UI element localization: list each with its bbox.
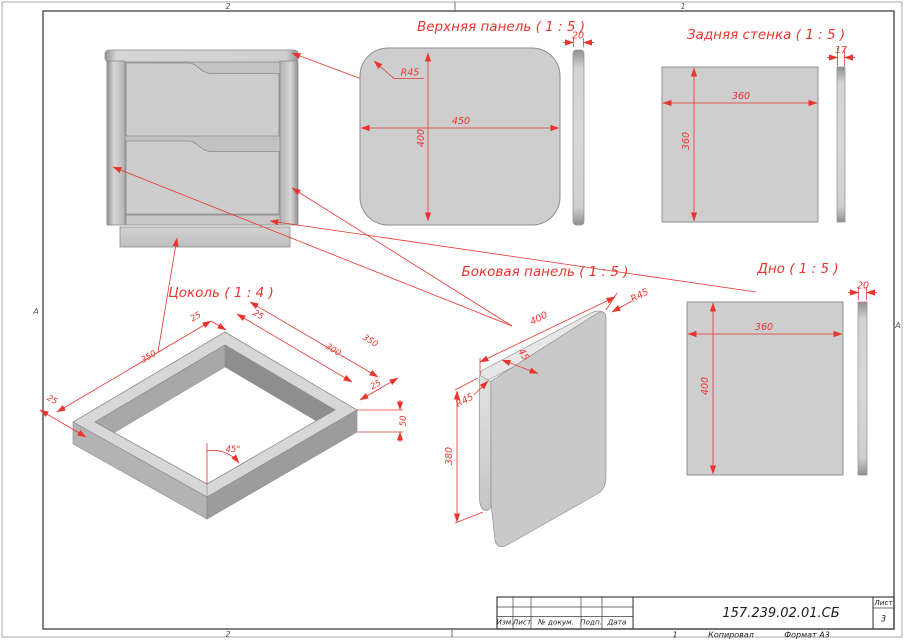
dim-side-panel-radius-top: R45 (611, 287, 651, 313)
top-panel-plan (359, 47, 561, 226)
tb-col-data: Дата (607, 618, 627, 627)
dim-top-panel-depth: 400 (416, 52, 432, 222)
dim-plinth-angle: 45° (206, 443, 241, 484)
svg-text:450: 450 (452, 116, 470, 127)
dim-plinth-height: 50 (357, 400, 409, 442)
leader-right-side-panel (291, 187, 513, 327)
view-title-plinth: Цоколь ( 1 : 4 ) (168, 285, 273, 301)
back-wall-plan (661, 66, 819, 223)
svg-text:20: 20 (572, 31, 584, 42)
dim-plinth-member-right: 25 (359, 377, 399, 401)
svg-text:360: 360 (681, 132, 692, 150)
tb-col-doc: № докум. (537, 618, 574, 627)
tb-sheet-label: Лист (873, 598, 893, 607)
dim-side-panel-height: 380 (444, 377, 484, 524)
dim-bottom-panel-thickness: 20 (848, 281, 877, 300)
doc-number: 157.239.02.01.СБ (722, 606, 839, 621)
svg-text:20: 20 (857, 281, 869, 292)
svg-text:17: 17 (835, 45, 847, 56)
view-title-top-panel: Верхняя панель ( 1 : 5 ) (417, 19, 585, 35)
back-wall-side-view (836, 66, 846, 223)
drawing-frame (42, 10, 895, 630)
footer-zone: 1 (672, 631, 677, 640)
svg-text:360: 360 (755, 322, 773, 333)
leader-left-side-panel (112, 166, 513, 327)
view-title-back-wall: Задняя стенка ( 1 : 5 ) (687, 27, 845, 43)
top-panel-side-view (572, 49, 585, 226)
zone-bottom-left: 2 (225, 630, 230, 639)
svg-text:25: 25 (251, 308, 265, 322)
view-plinth: Цоколь ( 1 : 4 ) 350 25 25 300 350 25 25 (39, 285, 409, 520)
dim-side-panel-thickness: 45 (501, 347, 539, 374)
svg-text:R45: R45 (629, 287, 651, 305)
dim-top-panel-width: 450 (360, 116, 560, 132)
zone-markers: 2 1 2 А А (32, 2, 900, 639)
assembly-left-side (106, 60, 126, 226)
leader-top-panel (291, 52, 368, 82)
dim-top-panel-thickness: 20 (563, 31, 594, 47)
row-marker-right: А (894, 321, 900, 330)
assembly-top-panel (104, 49, 299, 63)
svg-text:25: 25 (45, 393, 59, 407)
view-title-bottom-panel: Дно ( 1 : 5 ) (756, 261, 838, 277)
side-panel-front-face (479, 374, 492, 511)
dim-bottom-panel-depth: 400 (700, 302, 717, 475)
svg-text:300: 300 (323, 342, 342, 359)
svg-text:360: 360 (732, 91, 750, 102)
svg-text:45: 45 (515, 347, 531, 363)
zone-top-right: 1 (680, 2, 685, 11)
dim-back-wall-thickness: 17 (827, 45, 855, 66)
svg-text:25: 25 (189, 310, 203, 324)
assembly-right-side (279, 60, 299, 226)
svg-text:350: 350 (360, 333, 379, 350)
svg-text:400: 400 (416, 129, 427, 147)
view-side-panel: Боковая панель ( 1 : 5 ) 400 45 R45 R45 … (444, 264, 651, 548)
dim-back-wall-height: 360 (681, 67, 698, 222)
svg-text:50: 50 (399, 416, 409, 427)
svg-text:380: 380 (444, 447, 455, 465)
svg-text:25: 25 (369, 378, 383, 392)
footer-copied: Копировал (708, 631, 754, 640)
dim-top-panel-radius: R45 (373, 60, 424, 79)
footer-format: Формат А3 (784, 631, 830, 640)
svg-text:400: 400 (700, 377, 711, 395)
svg-text:R45: R45 (401, 68, 420, 79)
bottom-panel-side-view (857, 301, 868, 476)
leader-bottom-panel (269, 219, 757, 293)
view-bottom-panel: Дно ( 1 : 5 ) 360 400 20 (686, 261, 877, 476)
view-back-wall: Задняя стенка ( 1 : 5 ) 360 360 17 (661, 27, 855, 223)
tb-sheet-number: 3 (881, 615, 886, 625)
tb-col-list: Лист (512, 618, 532, 627)
row-marker-left: А (32, 307, 38, 316)
zone-top-left: 2 (225, 2, 230, 11)
assembly-plinth (119, 226, 291, 248)
svg-text:400: 400 (528, 310, 549, 328)
svg-text:45°: 45° (225, 445, 240, 455)
tb-col-podp: Подп. (580, 618, 602, 627)
side-panel-main-face (490, 311, 607, 548)
view-top-panel: Верхняя панель ( 1 : 5 ) R45 450 400 20 (359, 19, 594, 226)
tb-col-izm: Изм. (496, 618, 513, 627)
svg-text:350: 350 (139, 349, 158, 366)
dim-back-wall-width: 360 (662, 91, 818, 107)
assembly-view (104, 49, 299, 248)
dim-plinth-member-left: 25 (39, 393, 87, 438)
assembly-bottom-edge (125, 214, 281, 226)
assembly-lower-drawer (125, 140, 280, 215)
view-title-side-panel: Боковая панель ( 1 : 5 ) (461, 264, 628, 280)
title-block: Изм. Лист № докум. Подп. Дата 157.239.02… (496, 596, 895, 640)
assembly-upper-drawer (125, 62, 280, 137)
